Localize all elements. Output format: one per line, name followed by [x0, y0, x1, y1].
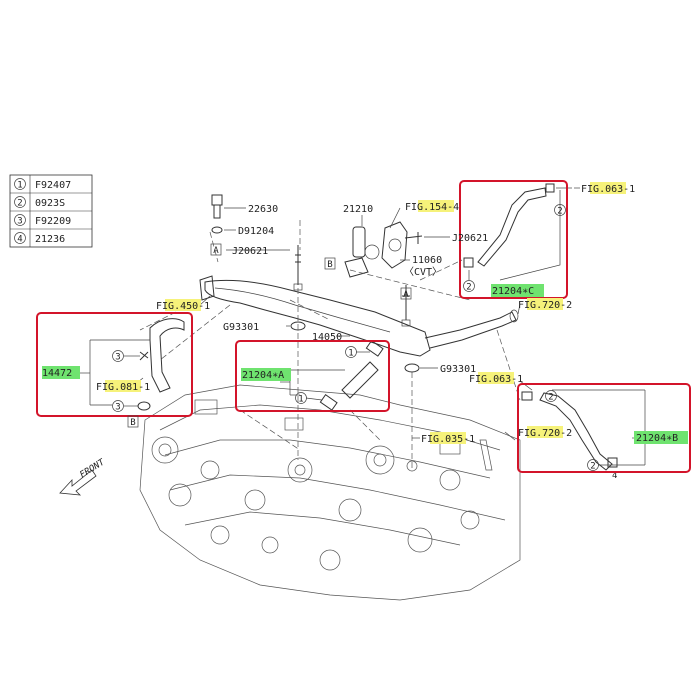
ref-box-b-top: [324, 257, 336, 270]
legend-table: 1 F92407 2 0923S 3 F92209 4 21236: [9, 174, 93, 248]
label-21204b: 21204∗B: [636, 433, 678, 444]
front-direction-indicator: FRONT: [59, 457, 107, 496]
label-fig063-top: FIG.063-1: [581, 184, 635, 195]
callout-1-lower: 1: [298, 395, 303, 405]
label-j20621-left: J20621: [232, 246, 268, 257]
label-14050: 14050: [312, 332, 342, 343]
label-j20621-right: J20621: [452, 233, 488, 244]
legend-num-2: 2: [17, 199, 22, 209]
label-fig063-mid: FIG.063-1: [469, 374, 523, 385]
legend-num-1: 1: [17, 181, 22, 191]
gasket-right-icon: [404, 363, 420, 373]
legend-code-1: F92407: [35, 180, 71, 191]
front-label: FRONT: [78, 457, 107, 480]
label-cvt: 〈CVT〉: [404, 266, 442, 278]
callout-1-upper: 1: [348, 349, 353, 359]
label-highlights: [42, 182, 688, 444]
legend-num-3: 3: [17, 217, 22, 227]
hose-21204b: 2 2 4: [521, 389, 646, 481]
label-g93301-left: G93301: [223, 322, 259, 333]
ref-box-a-left: [210, 243, 222, 256]
legend-code-4: 21236: [35, 234, 65, 245]
label-fig154: FIG.154-4: [405, 202, 459, 213]
box-21204b: [517, 383, 691, 473]
legend-code-2: 0923S: [35, 198, 65, 209]
hose-21204a: 1 1: [280, 340, 384, 411]
callout-2-upper-b: 2: [548, 393, 553, 403]
ref-a-mid: A: [403, 290, 409, 300]
water-pipe-assembly: [139, 194, 521, 470]
label-fig081: FIG.081-1: [96, 382, 150, 393]
label-g93301-right: G93301: [440, 364, 476, 375]
callout-3-lower: 3: [115, 403, 120, 413]
label-21204c: 21204∗C: [492, 286, 534, 297]
ref-b-top: B: [327, 260, 332, 270]
leader-lines: [199, 187, 580, 441]
callout-2-lower-b: 2: [590, 462, 595, 472]
legend-num-4: 4: [17, 235, 22, 245]
label-11060: 11060: [412, 255, 442, 266]
hose-21204c: 2 2: [463, 183, 572, 293]
callout-2-lower-c: 2: [466, 283, 471, 293]
label-21204a: 21204∗A: [242, 370, 284, 381]
box-14472: [36, 312, 193, 417]
label-22630: 22630: [248, 204, 278, 215]
box-21204a: [235, 340, 390, 412]
ref-box-b-left: [127, 415, 139, 428]
label-fig450: FIG.450-1: [156, 301, 210, 312]
highlight-boxes: [36, 180, 691, 473]
ref-a-left: A: [213, 246, 219, 256]
legend-code-3: F92209: [35, 216, 71, 227]
callout-4-right: 4: [612, 471, 617, 481]
sensor-icon: [211, 194, 223, 206]
ref-b-left: B: [130, 418, 135, 428]
label-fig720-mid: FIG.720-2: [518, 428, 572, 439]
ref-box-a-mid: [400, 287, 412, 300]
engine-block-illustration: [139, 384, 521, 601]
label-14472: 14472: [42, 368, 72, 379]
box-21204c: [459, 180, 568, 299]
part-labels: 22630 D91204 A J20621 21210 FIG.154-4 J2…: [42, 184, 678, 445]
front-arrow-icon: [59, 469, 97, 496]
hose-14472: 3 3: [80, 318, 185, 413]
label-21210: 21210: [343, 204, 373, 215]
label-fig035: FIG.035-1: [421, 434, 475, 445]
callout-3-upper: 3: [115, 353, 120, 363]
label-d91204: D91204: [238, 226, 274, 237]
label-fig720-top: FIG.720-2: [518, 300, 572, 311]
callout-2-upper-c: 2: [557, 207, 562, 217]
